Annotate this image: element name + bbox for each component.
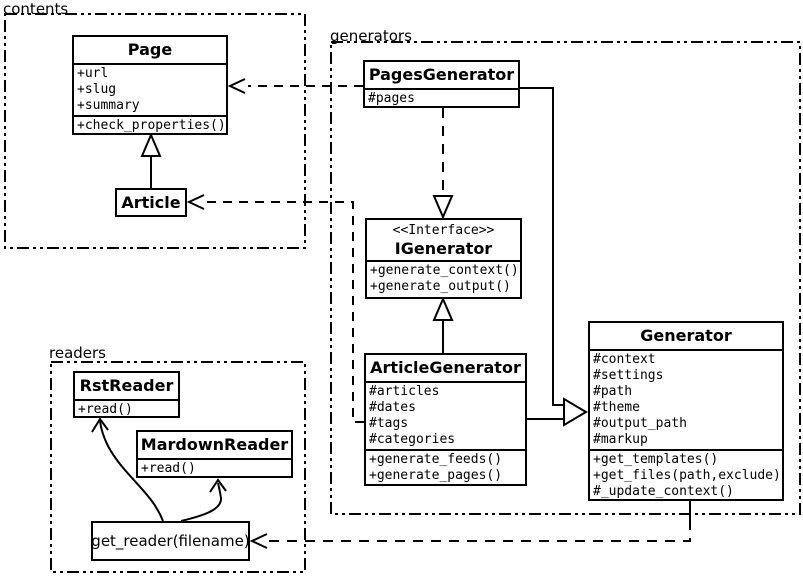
method: +read() bbox=[78, 402, 133, 417]
realization-pagesgenerator-to-igenerator bbox=[432, 108, 454, 220]
class-rstreader-title: RstReader bbox=[79, 376, 174, 395]
generalization-to-generator bbox=[520, 87, 588, 427]
class-generator-attributes: #context #settings #path #theme #output_… bbox=[590, 349, 782, 449]
class-articlegenerator: ArticleGenerator #articles #dates #tags … bbox=[364, 353, 527, 486]
package-contents-border bbox=[4, 13, 306, 249]
package-readers-border bbox=[50, 361, 306, 573]
attribute: #dates bbox=[369, 400, 416, 415]
class-page-methods: +check_properties() bbox=[74, 115, 226, 133]
attribute: #context bbox=[593, 352, 656, 367]
class-articlegenerator-attributes: #articles #dates #tags #categories bbox=[366, 381, 525, 449]
method: +generate_output() bbox=[370, 279, 511, 294]
attribute: #output_path bbox=[593, 416, 687, 431]
attribute: +slug bbox=[77, 82, 117, 97]
dependency-articlegenerator-to-article bbox=[186, 194, 364, 423]
arrow-getreader-to-rstreader bbox=[91, 417, 164, 522]
method: +get_files(path,exclude) bbox=[593, 468, 781, 483]
class-mardownreader: MardownReader +read() bbox=[136, 430, 293, 478]
attribute: #tags bbox=[369, 416, 409, 431]
package-label-contents: contents bbox=[3, 0, 69, 18]
generalization-article-to-page bbox=[140, 132, 162, 188]
method: +check_properties() bbox=[77, 118, 226, 133]
class-page-title: Page bbox=[127, 40, 173, 59]
class-rstreader: RstReader +read() bbox=[73, 371, 180, 418]
class-rstreader-methods: +read() bbox=[75, 399, 178, 417]
class-mardownreader-methods: +read() bbox=[138, 458, 291, 476]
package-label-readers: readers bbox=[49, 344, 106, 362]
package-generators-border bbox=[330, 41, 801, 515]
class-pagesgenerator: PagesGenerator #pages bbox=[363, 60, 520, 108]
method: +read() bbox=[141, 461, 196, 476]
dependency-generator-to-getreader bbox=[249, 501, 691, 549]
attribute: #path bbox=[593, 384, 633, 399]
class-article: Article bbox=[115, 188, 187, 217]
class-igenerator-stereotype: <<Interface>> bbox=[392, 223, 495, 238]
class-generator-methods: +get_templates() +get_files(path,exclude… bbox=[590, 449, 782, 499]
class-igenerator-title: IGenerator bbox=[394, 239, 493, 258]
method: +generate_feeds() bbox=[369, 452, 503, 467]
class-pagesgenerator-attributes: #pages bbox=[365, 88, 518, 106]
class-articlegenerator-title: ArticleGenerator bbox=[370, 358, 521, 377]
class-page: Page +url +slug +summary +check_properti… bbox=[72, 35, 228, 135]
class-page-attributes: +url +slug +summary bbox=[74, 63, 226, 115]
class-articlegenerator-methods: +generate_feeds() +generate_pages() bbox=[366, 449, 525, 484]
method: +get_templates() bbox=[593, 452, 719, 467]
attribute: #articles bbox=[369, 384, 440, 399]
method: +generate_pages() bbox=[369, 468, 503, 483]
attribute: #theme bbox=[593, 400, 640, 415]
generalization-articlegenerator-to-igenerator bbox=[432, 296, 454, 353]
class-mardownreader-title: MardownReader bbox=[140, 435, 289, 454]
method: +generate_context() bbox=[370, 263, 519, 278]
arrow-getreader-to-mardownreader bbox=[180, 478, 227, 522]
package-label-generators: generators bbox=[330, 27, 412, 45]
attribute: +url bbox=[77, 66, 109, 81]
class-igenerator-header: <<Interface>> IGenerator bbox=[367, 220, 520, 260]
function-get-reader: get_reader(filename) bbox=[91, 521, 250, 561]
attribute: #markup bbox=[593, 432, 648, 447]
attribute: #settings bbox=[593, 368, 664, 383]
attribute: #pages bbox=[368, 91, 415, 106]
dependency-pagesgenerator-to-page bbox=[227, 78, 363, 94]
class-igenerator-methods: +generate_context() +generate_output() bbox=[367, 260, 520, 296]
class-generator: Generator #context #settings #path #them… bbox=[588, 321, 784, 501]
class-generator-title: Generator bbox=[640, 326, 732, 345]
attribute: #categories bbox=[369, 432, 456, 447]
class-igenerator: <<Interface>> IGenerator +generate_conte… bbox=[365, 218, 522, 299]
class-article-title: Article bbox=[121, 193, 181, 212]
attribute: +summary bbox=[77, 98, 140, 113]
method: #_update_context() bbox=[593, 484, 734, 499]
class-pagesgenerator-title: PagesGenerator bbox=[368, 65, 515, 84]
